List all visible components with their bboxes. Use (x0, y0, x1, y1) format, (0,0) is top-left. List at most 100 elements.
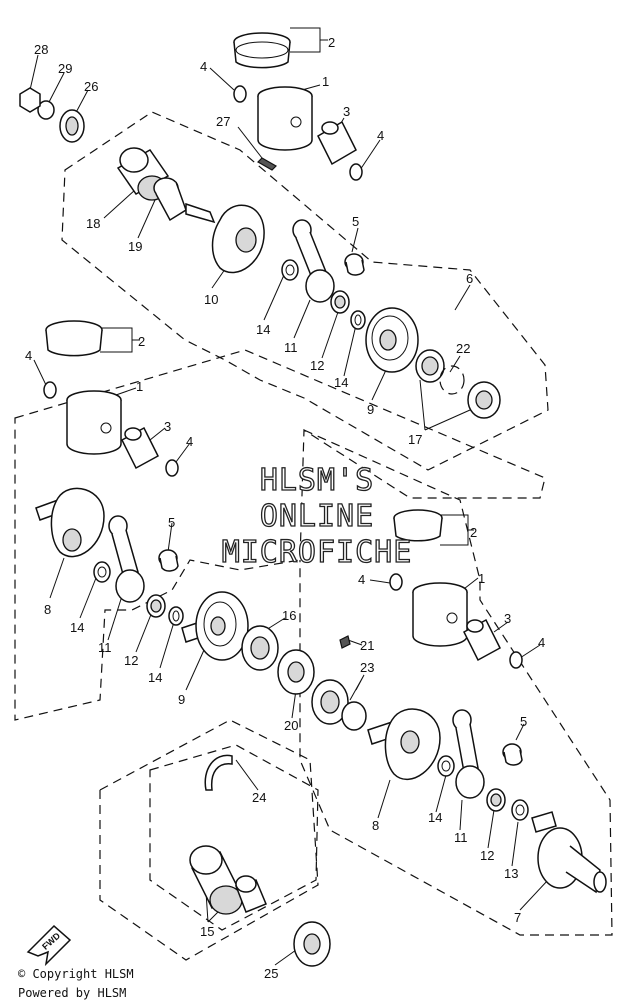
conrod-right (452, 709, 485, 799)
callout-11-top: 11 (284, 340, 298, 355)
callout-4-mid-left: 4 (25, 348, 32, 363)
bearing-17b (467, 381, 501, 419)
needle-bearing-mid (158, 549, 179, 572)
piston-mid (66, 390, 122, 455)
circlip-top-right (349, 163, 363, 181)
bearing-mid-12 (146, 594, 166, 618)
washer-29 (37, 100, 55, 120)
circlip-mid-left (43, 381, 57, 399)
seal-25 (293, 921, 331, 967)
callout-14-top-a: 14 (256, 322, 270, 337)
callout-15: 15 (200, 924, 214, 939)
watermark-line-1: HLSM'S (260, 463, 374, 498)
piston-top (257, 86, 313, 151)
callout-4-right-right: 4 (538, 635, 545, 650)
callout-16: 16 (282, 608, 296, 623)
callout-3-mid: 3 (164, 419, 171, 434)
callout-20: 20 (284, 718, 298, 733)
callout-29: 29 (58, 61, 72, 76)
key-top (257, 157, 277, 171)
callout-10: 10 (204, 292, 218, 307)
piston-ring-top (233, 32, 291, 69)
callout-4-right-left: 4 (358, 572, 365, 587)
copyright-text: © Copyright HLSM (18, 967, 134, 981)
watermark: HLSM'S ONLINE MICROFICHE (221, 462, 413, 570)
callout-12-mid: 12 (124, 653, 138, 668)
callout-28: 28 (34, 42, 48, 57)
callout-2-top: 2 (328, 35, 335, 50)
watermark-line-2: ONLINE (260, 499, 374, 534)
callout-5-right: 5 (520, 714, 527, 729)
callout-11-mid: 11 (98, 640, 112, 655)
watermark-line-3: MICROFICHE (222, 535, 413, 570)
callout-1-right: 1 (478, 571, 485, 586)
callout-26: 26 (84, 79, 98, 94)
bearing-17a (415, 349, 445, 383)
crank-web-9-top (365, 307, 419, 373)
callout-14-mid-b: 14 (148, 670, 162, 685)
circlip-right-left (389, 573, 403, 591)
bearing-15 (189, 845, 267, 915)
callout-23: 23 (360, 660, 374, 675)
washer-13 (511, 799, 529, 821)
callout-7: 7 (514, 910, 521, 925)
clip-24 (204, 754, 233, 791)
callout-4-mid-right: 4 (186, 434, 193, 449)
callout-4-top-right: 4 (377, 128, 384, 143)
bearing-top-12 (330, 290, 350, 314)
crank-web-top (185, 202, 265, 274)
circlip-top-left (233, 85, 247, 103)
callout-14-mid-a: 14 (70, 620, 84, 635)
callout-17: 17 (408, 432, 422, 447)
callout-12-top: 12 (310, 358, 324, 373)
crank-end-7 (531, 811, 607, 894)
crank-web-right (367, 708, 441, 781)
assembly-outlines (14, 111, 613, 961)
sleeve-top-left (153, 177, 187, 222)
circlip-mid-right (165, 459, 179, 477)
callout-4-top-left: 4 (200, 59, 207, 74)
piston-ring-right (393, 509, 443, 542)
piston-ring-mid (45, 320, 103, 357)
callout-8-right: 8 (372, 818, 379, 833)
conrod-top (292, 219, 335, 303)
callout-3-top: 3 (343, 104, 350, 119)
callout-22: 22 (456, 341, 470, 356)
crank-web-9-mid (181, 591, 249, 661)
callout-25: 25 (264, 966, 278, 981)
callout-11-right: 11 (454, 830, 468, 845)
piston-right (412, 582, 468, 647)
bearing-16 (241, 625, 279, 671)
callout-24: 24 (252, 790, 266, 805)
powered-by-text: Powered by HLSM (18, 986, 127, 1000)
callout-9-top: 9 (367, 402, 374, 417)
callout-1-top: 1 (322, 74, 329, 89)
piston-pin-top (317, 120, 357, 166)
callout-5-top: 5 (352, 214, 359, 229)
needle-bearing-top (344, 253, 365, 276)
washer-top-14b (350, 310, 366, 330)
callout-14-top-b: 14 (334, 375, 348, 390)
callout-8-mid: 8 (44, 602, 51, 617)
ring-22 (439, 365, 465, 395)
crank-web-mid (35, 487, 105, 558)
gear-20 (277, 649, 315, 695)
callout-21: 21 (360, 638, 374, 653)
washer-mid-14b (168, 606, 184, 626)
callout-27: 27 (216, 114, 230, 129)
callout-6: 6 (466, 271, 473, 286)
washer-right-14 (437, 755, 455, 777)
seal-26 (59, 109, 85, 143)
fwd-arrow-icon: FWD (26, 924, 72, 967)
bearing-23 (311, 679, 367, 731)
callout-3-right: 3 (504, 611, 511, 626)
piston-pin-mid (121, 426, 159, 470)
callout-14-right: 14 (428, 810, 442, 825)
callout-numbers: 2 1 4 3 4 27 28 29 26 18 19 5 6 10 14 11… (25, 35, 545, 981)
piston-pin-right (463, 618, 501, 662)
callout-13: 13 (504, 866, 518, 881)
callout-19: 19 (128, 239, 142, 254)
washer-mid-14a (93, 561, 111, 583)
callout-18: 18 (86, 216, 100, 231)
